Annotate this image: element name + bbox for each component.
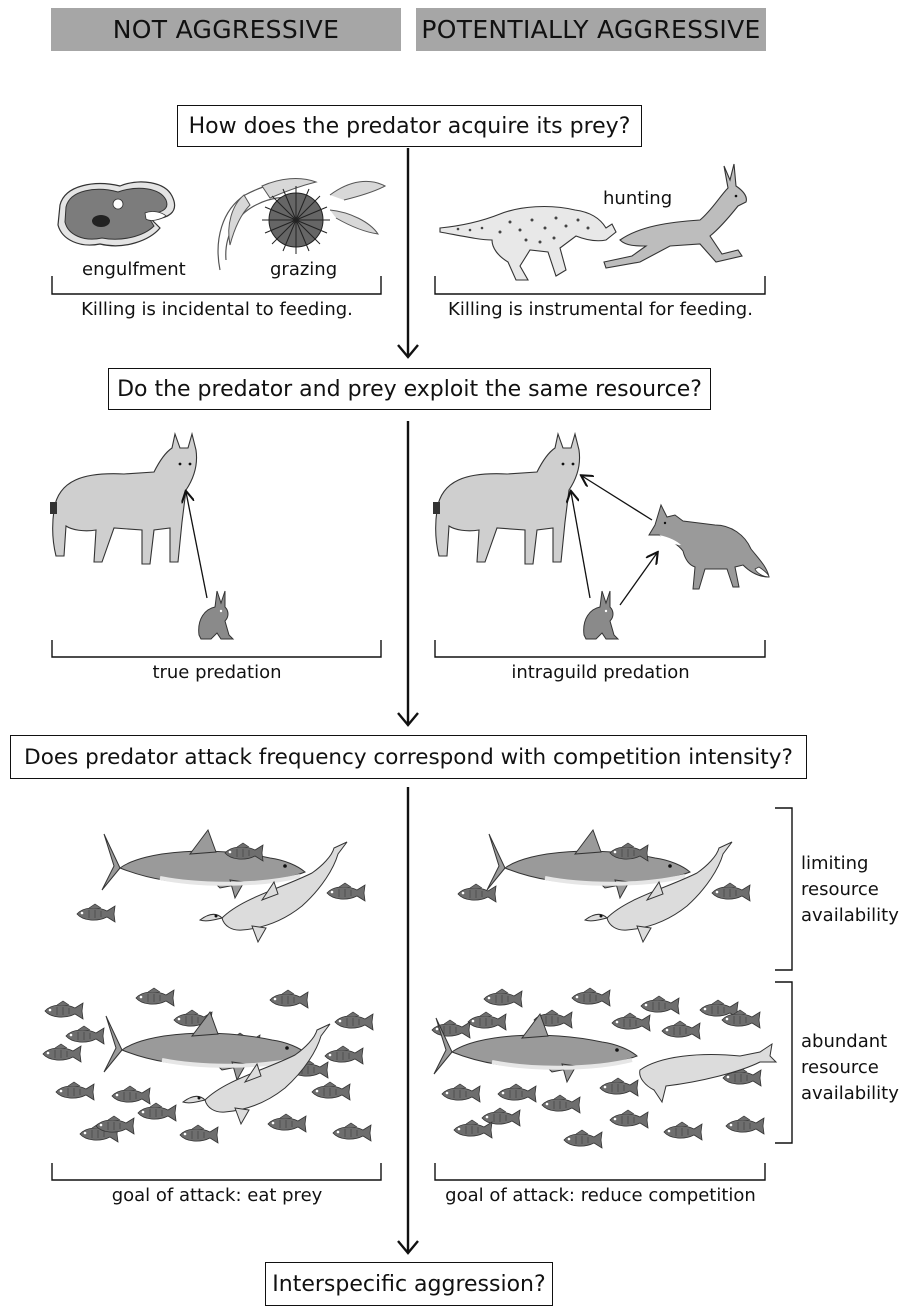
label-abundant-resource: resource	[801, 1057, 879, 1078]
cheetah-illustration	[439, 206, 617, 281]
header-not-aggressive: NOT AGGRESSIVE	[51, 8, 401, 51]
fish	[326, 882, 366, 902]
shark-bottom-right	[432, 1012, 639, 1084]
caption-reduce-competition: goal of attack: reduce competition	[445, 1185, 756, 1206]
urchin-kelp-illustration	[217, 178, 387, 271]
label-limiting-resource: resource	[801, 879, 879, 900]
caption-incidental: Killing is incidental to feeding.	[81, 299, 353, 320]
label-limiting: limiting	[801, 853, 869, 874]
fish	[711, 882, 751, 902]
label-engulfment: engulfment	[82, 259, 186, 280]
label-grazing: grazing	[270, 259, 338, 280]
caption-true-predation: true predation	[152, 662, 282, 683]
question-box-1: How does the predator acquire its prey?	[177, 105, 642, 147]
question-box-2: Do the predator and prey exploit the sam…	[108, 368, 711, 410]
dolphin-bottom-right	[639, 1042, 778, 1104]
gazelle-illustration	[603, 163, 747, 269]
lynx-left	[49, 433, 198, 565]
amoeba-illustration	[57, 181, 176, 247]
caption-intraguild-predation: intraguild predation	[511, 662, 690, 683]
rabbit-right	[583, 590, 619, 640]
caption-eat-prey: goal of attack: eat prey	[111, 1185, 323, 1206]
fish	[76, 903, 116, 923]
label-limiting-availability: availability	[801, 905, 899, 926]
label-hunting: hunting	[603, 188, 673, 209]
caption-instrumental: Killing is instrumental for feeding.	[448, 299, 753, 320]
rabbit-left	[198, 590, 234, 640]
header-potentially-aggressive: POTENTIALLY AGGRESSIVE	[416, 8, 766, 51]
fox-right	[648, 504, 770, 590]
lynx-right	[432, 433, 581, 565]
question-box-3: Does predator attack frequency correspon…	[10, 735, 807, 779]
label-abundant: abundant	[801, 1031, 888, 1052]
label-abundant-availability: availability	[801, 1083, 899, 1104]
